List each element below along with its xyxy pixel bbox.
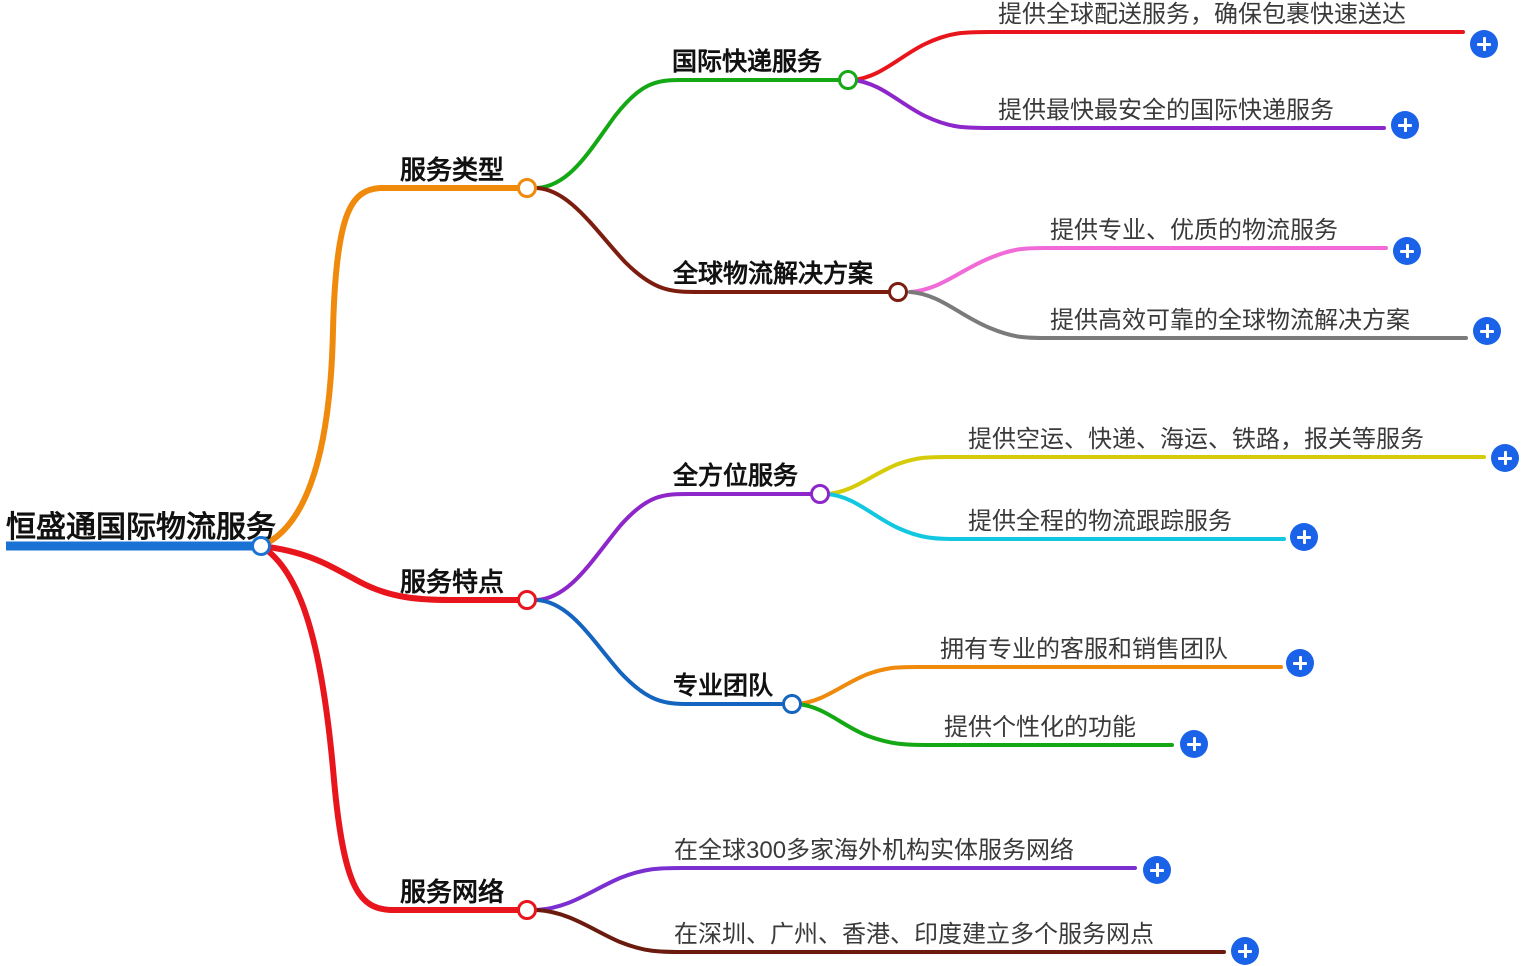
node-branch-1-label: 服务类型	[400, 155, 505, 185]
add-node-button-8[interactable]	[1180, 730, 1208, 758]
node-branch-3[interactable]: 服务网络	[400, 877, 528, 910]
node-circle-service-express[interactable]	[838, 70, 858, 90]
add-node-button-5[interactable]	[1491, 444, 1519, 472]
leaf-custom-features[interactable]: 提供个性化的功能	[944, 714, 1172, 745]
node-full-service-label: 全方位服务	[673, 462, 799, 490]
node-service-express[interactable]: 国际快递服务	[672, 48, 840, 80]
node-circle-branch-3[interactable]	[517, 900, 537, 920]
leaf-efficient-reliable-label: 提供高效可靠的全球物流解决方案	[1050, 307, 1410, 334]
leaf-domestic-sites[interactable]: 在深圳、广州、香港、印度建立多个服务网点	[674, 921, 1224, 952]
edge-branch-3-to-leaf-2	[535, 908, 1226, 954]
edge-child-1-to-leaf-2	[850, 78, 1386, 130]
node-full-service[interactable]: 全方位服务	[673, 462, 813, 494]
edge-root-to-branch-2	[258, 543, 530, 603]
edge-child-2-to-leaf-2	[908, 290, 1468, 340]
leaf-support-sales-team[interactable]: 拥有专业的客服和销售团队	[940, 636, 1281, 667]
leaf-global-delivery[interactable]: 提供全球配送服务，确保包裹快速送达	[998, 1, 1463, 32]
node-branch-2-label: 服务特点	[400, 567, 505, 597]
edge-child-1-to-leaf-1	[850, 30, 1465, 82]
add-node-button-4[interactable]	[1473, 317, 1501, 345]
node-global-logistics[interactable]: 全球物流解决方案	[673, 260, 898, 292]
node-circle-global-logistics[interactable]	[888, 282, 908, 302]
node-branch-2[interactable]: 服务特点	[400, 567, 528, 600]
node-circle-branch-2[interactable]	[517, 590, 537, 610]
add-node-button-3[interactable]	[1393, 237, 1421, 265]
add-node-button-7[interactable]	[1286, 649, 1314, 677]
add-node-button-6[interactable]	[1290, 523, 1318, 551]
node-pro-team[interactable]: 专业团队	[673, 672, 785, 704]
edge-branch-2-to-child-1	[535, 492, 815, 602]
leaf-custom-features-label: 提供个性化的功能	[944, 714, 1136, 741]
leaf-efficient-reliable[interactable]: 提供高效可靠的全球物流解决方案	[1050, 307, 1466, 338]
node-branch-1[interactable]: 服务类型	[400, 155, 528, 188]
edge-branch-2-to-child-2	[535, 598, 785, 706]
edge-branch-3-to-leaf-1	[535, 866, 1137, 912]
leaf-support-sales-team-label: 拥有专业的客服和销售团队	[940, 636, 1228, 663]
add-node-button-2[interactable]	[1391, 111, 1419, 139]
edge-child-4-to-leaf-2	[795, 702, 1174, 747]
leaf-professional-quality[interactable]: 提供专业、优质的物流服务	[1050, 217, 1386, 248]
node-circle-root[interactable]	[251, 536, 271, 556]
edge-branch-1-to-child-1	[535, 78, 842, 190]
edge-child-2-to-leaf-1	[908, 246, 1388, 294]
leaf-professional-quality-label: 提供专业、优质的物流服务	[1050, 217, 1338, 244]
leaf-global-delivery-label: 提供全球配送服务，确保包裹快速送达	[998, 1, 1406, 28]
node-branch-3-label: 服务网络	[400, 877, 505, 907]
add-node-button-1[interactable]	[1470, 30, 1498, 58]
edge-child-3-to-leaf-2	[825, 492, 1286, 541]
edge-child-3-to-leaf-1	[825, 454, 1486, 496]
leaf-tracking-service[interactable]: 提供全程的物流跟踪服务	[968, 508, 1284, 539]
edge-branch-1-to-child-2	[535, 186, 900, 294]
node-circle-full-service[interactable]	[810, 484, 830, 504]
node-service-express-label: 国际快递服务	[672, 48, 823, 76]
leaf-transport-modes[interactable]: 提供空运、快递、海运、铁路，报关等服务	[968, 426, 1484, 457]
leaf-overseas-network-label: 在全球300多家海外机构实体服务网络	[674, 837, 1075, 864]
leaf-tracking-service-label: 提供全程的物流跟踪服务	[968, 508, 1232, 535]
node-circle-pro-team[interactable]	[782, 694, 802, 714]
node-root[interactable]: 恒盛通国际物流服务	[6, 513, 276, 548]
edge-root-to-branch-3	[258, 543, 530, 913]
add-node-button-10[interactable]	[1231, 937, 1259, 965]
edge-root-to-branch-1	[258, 185, 530, 549]
node-root-label: 恒盛通国际物流服务	[6, 511, 276, 544]
add-node-button-9[interactable]	[1143, 856, 1171, 884]
leaf-overseas-network[interactable]: 在全球300多家海外机构实体服务网络	[674, 837, 1135, 868]
leaf-domestic-sites-label: 在深圳、广州、香港、印度建立多个服务网点	[674, 921, 1154, 948]
edge-child-4-to-leaf-1	[795, 664, 1283, 706]
node-pro-team-label: 专业团队	[673, 672, 774, 700]
node-global-logistics-label: 全球物流解决方案	[673, 260, 874, 288]
node-circle-branch-1[interactable]	[517, 178, 537, 198]
leaf-transport-modes-label: 提供空运、快递、海运、铁路，报关等服务	[968, 426, 1424, 453]
leaf-fastest-express[interactable]: 提供最快最安全的国际快递服务	[998, 97, 1384, 128]
leaf-fastest-express-label: 提供最快最安全的国际快递服务	[998, 97, 1334, 124]
